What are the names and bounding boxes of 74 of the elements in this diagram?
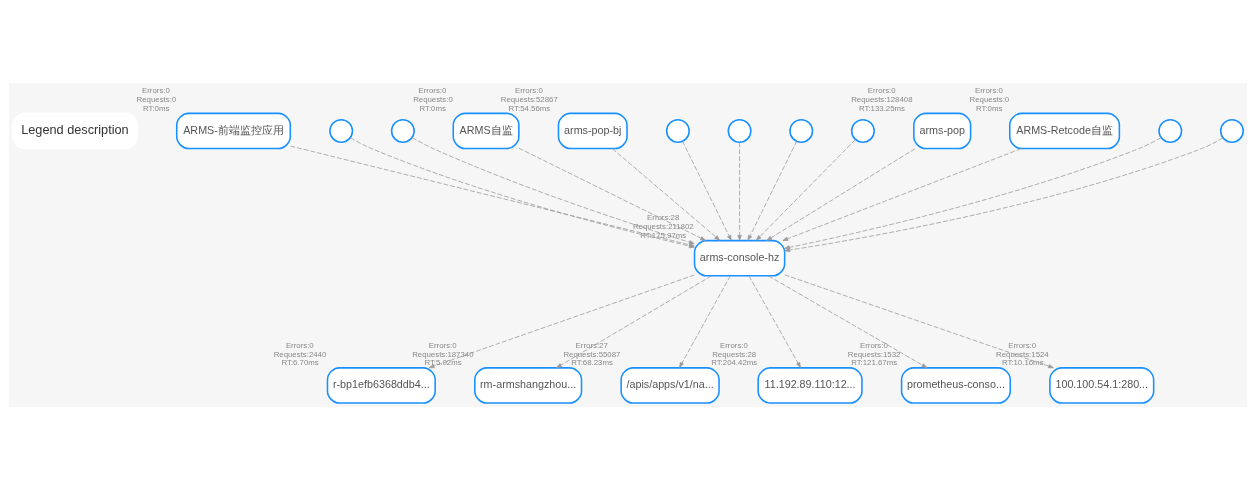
arrow (782, 147, 1022, 241)
node-box: arms-pop-bj (557, 112, 628, 149)
node-label: Errors:28 (647, 212, 680, 222)
arrow (556, 275, 712, 368)
node-box: rm-armshangzhou... (474, 366, 583, 404)
arrow (784, 137, 1224, 252)
node-circle (390, 118, 415, 143)
arrow (784, 273, 1054, 368)
node-label: RT:133.25ms (859, 103, 905, 113)
label: Legend description (21, 121, 129, 137)
node-box: ARMS-前端监控应用 (175, 112, 292, 149)
node-label: RT:6.70ms (281, 357, 319, 367)
node-label: Errors:0 (1008, 340, 1037, 350)
node-label: RT:0ms (975, 103, 1003, 113)
arrow (679, 275, 731, 368)
node-label: Requests:1532 (847, 348, 901, 358)
node-box: arms-pop (913, 112, 972, 149)
node-box: ARMS-Retcode自监 (1008, 112, 1121, 149)
node-box: prometheus-conso... (900, 366, 1012, 404)
node-label: RT:0ms (142, 103, 170, 113)
node-label: Requests:0 (413, 94, 453, 104)
node-label: RT:54.56ms (508, 103, 551, 113)
node-label: Requests:55087 (563, 348, 621, 358)
node-label: Errors:0 (720, 340, 748, 350)
arrow (737, 141, 742, 241)
node-label: Requests:211802 (632, 221, 694, 231)
arrow (518, 147, 706, 241)
node-label: RT:175.97ms (640, 230, 687, 240)
arrow (784, 136, 1162, 249)
node-label: Requests:1524 (996, 348, 1049, 358)
node-label: Errors:0 (285, 340, 314, 350)
node-label: Requests:28 (712, 348, 757, 358)
node-label: Errors:0 (975, 85, 1003, 95)
arrow (428, 274, 695, 368)
node-label: Errors:27 (575, 340, 608, 350)
arrow (411, 136, 695, 244)
node-box: ARMS自监 (452, 112, 520, 149)
node-circle (727, 118, 752, 143)
node-box: /apis/apps/v1/na... (620, 366, 720, 404)
node-label: Requests:2440 (273, 348, 327, 358)
node-label: RT:5.02ms (424, 357, 462, 367)
node-label: Requests:0 (969, 94, 1010, 104)
node-label: Errors:0 (867, 85, 896, 95)
arrow (747, 140, 797, 241)
arrow (766, 147, 916, 241)
node-label: RT:0ms (419, 103, 446, 113)
node-label: RT:68.23ms (571, 357, 613, 367)
node-label: Errors:0 (418, 85, 447, 95)
node-label: RT:121.67ms (851, 357, 898, 367)
arrow (768, 275, 928, 368)
node-circle (665, 118, 690, 143)
node-label: RT:204.42ms (711, 357, 758, 367)
node-label: RT:10.16ms (1001, 357, 1044, 367)
node-circle (1219, 118, 1244, 143)
arrow (612, 147, 720, 241)
arrow (756, 138, 856, 241)
node-label: Errors:0 (142, 85, 170, 95)
node-circle (1158, 118, 1183, 143)
node-label: Errors:0 (428, 340, 457, 350)
node-circle (789, 118, 814, 143)
arrow (748, 275, 801, 368)
node-box: 100.100.54.1:280... (1049, 366, 1155, 404)
node-label: Requests:128408 (851, 94, 913, 104)
node-box: arms-console-hz (693, 239, 786, 277)
node-label: Requests:187340 (412, 348, 474, 358)
node-label: Requests:52867 (500, 94, 558, 104)
node-circle (329, 118, 354, 143)
arrow (682, 140, 732, 241)
node-label: Errors:0 (859, 340, 888, 350)
node-label: Errors:0 (514, 85, 543, 95)
node-box: 11.192.89.110:12... (757, 366, 863, 404)
node-label: Requests:0 (136, 94, 177, 104)
node-circle (850, 118, 875, 143)
node-box: r-bp1efb6368ddb4... (326, 366, 436, 404)
